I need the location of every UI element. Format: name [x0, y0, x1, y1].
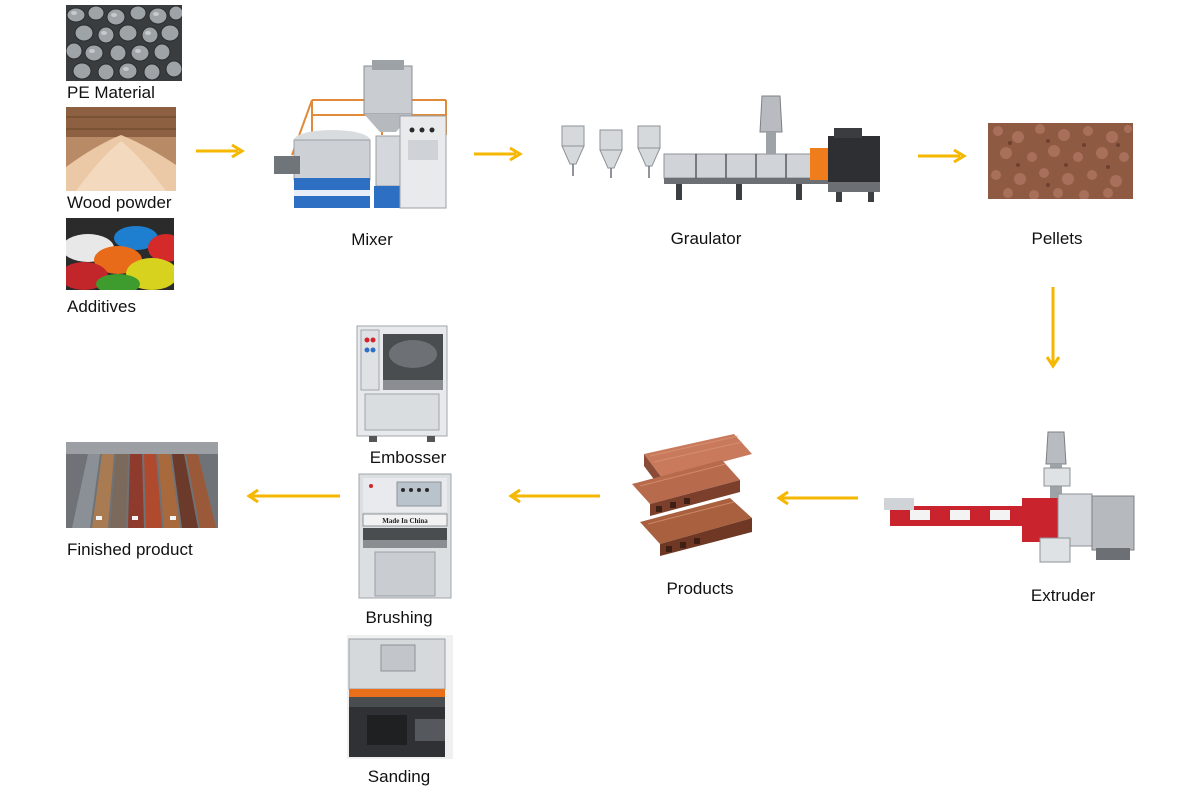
wood-powder-label: Wood powder — [67, 193, 172, 212]
pe-material-image — [66, 5, 182, 81]
finished-product-image — [66, 442, 218, 528]
extruder-label: Extruder — [1030, 586, 1096, 605]
extruder-image — [880, 428, 1138, 568]
arrow-products-to-processing — [508, 488, 600, 504]
sanding-image — [347, 635, 453, 759]
brushing-label: Brushing — [365, 608, 433, 627]
embosser-label: Embosser — [369, 448, 447, 467]
mixer-label: Mixer — [351, 230, 393, 249]
pe-material-label: PE Material — [67, 83, 155, 102]
arrow-granulator-to-pellets — [918, 148, 967, 164]
products-image — [630, 432, 754, 556]
mixer-image — [272, 60, 450, 212]
pellets-image — [988, 123, 1133, 199]
additives-label: Additives — [67, 297, 136, 316]
arrow-extruder-to-products — [776, 490, 858, 506]
granulator-image — [556, 92, 888, 208]
arrow-pellets-to-extruder — [1045, 287, 1061, 369]
sanding-label: Sanding — [367, 767, 431, 786]
arrow-mixer-to-granulator — [474, 146, 523, 162]
brushing-image: Made In China — [357, 472, 453, 600]
finished-product-label: Finished product — [67, 540, 193, 559]
arrow-processing-to-finished — [246, 488, 340, 504]
products-label: Products — [666, 579, 734, 598]
pellets-label: Pellets — [1031, 229, 1083, 248]
wood-powder-image — [66, 107, 176, 191]
arrow-raw-to-mixer — [196, 143, 245, 159]
brushing-plate-text: Made In China — [382, 517, 428, 525]
embosser-image — [355, 324, 449, 444]
granulator-label: Graulator — [670, 229, 742, 248]
additives-image — [66, 218, 174, 290]
